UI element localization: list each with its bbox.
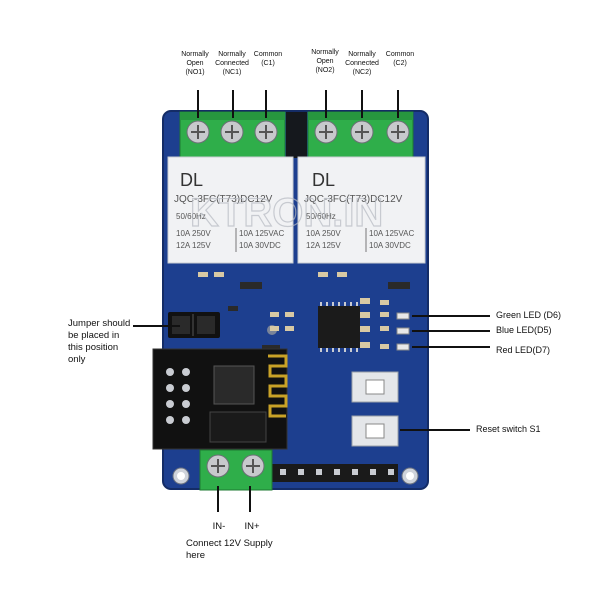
smd-components: [198, 272, 410, 351]
label-jumper: Jumper should be placed in this position…: [68, 318, 138, 366]
label-in-plus: IN+: [244, 521, 260, 532]
relay1-brand: DL: [180, 170, 203, 190]
terminal-pointers: [197, 90, 399, 118]
relay2-terminal-block: [307, 111, 414, 159]
relay1-terminal-block: [179, 111, 286, 159]
label-nc2-line2: Connected: [345, 60, 379, 67]
label-c1-line1: Common: [253, 51, 283, 58]
led-red: [396, 343, 410, 351]
watermark: KTRON.IN: [190, 191, 383, 235]
led-blue: [396, 327, 410, 335]
label-no2: Normally Open (NO2): [302, 48, 348, 75]
label-reset-switch: Reset switch S1: [476, 424, 541, 434]
relay2-rating1-right: 10A 125VAC: [369, 229, 414, 238]
ic-chip: [318, 302, 360, 352]
esp01-module: [152, 348, 288, 450]
label-c1-line2: (C1): [261, 60, 275, 67]
annotation-pointers: [133, 315, 490, 512]
relay2-freq: 50/60Hz: [306, 212, 336, 221]
label-no1-line1: Normally: [181, 51, 209, 58]
relay2-brand: DL: [312, 170, 335, 190]
label-supply-line2: here: [186, 550, 206, 561]
relay1-rating2-right: 10A 30VDC: [239, 241, 281, 250]
label-c2-line2: (C2): [393, 60, 407, 67]
label-no1-line2: Open: [186, 60, 204, 67]
relay1-rating1-right: 10A 125VAC: [239, 229, 284, 238]
label-no1-line3: (NO1): [185, 69, 205, 76]
relay2-rating1-left: 10A 250V: [306, 229, 341, 238]
relay2-model: JQC-3FC(T73)DC12V: [304, 194, 403, 205]
label-jumper-line1: Jumper should: [68, 318, 131, 329]
label-jumper-line3: this position: [68, 342, 119, 353]
relay2-rating2-left: 12A 125V: [306, 241, 341, 250]
label-c2-line1: Common: [385, 51, 415, 58]
relay1-rating2-left: 12A 125V: [176, 241, 211, 250]
label-nc2: Normally Connected (NC2): [338, 50, 386, 77]
label-no2-line2: Open: [316, 58, 334, 65]
relay2-rating2-right: 10A 30VDC: [369, 241, 411, 250]
label-nc2-line3: (NC2): [352, 69, 372, 76]
push-button-1: [351, 371, 399, 403]
relay1-rating1-left: 10A 250V: [176, 229, 211, 238]
label-supply: Connect 12V Supply here: [186, 538, 296, 562]
label-no2-line1: Normally: [311, 49, 339, 56]
power-terminal-block: [199, 449, 273, 491]
relay1: [167, 156, 294, 264]
label-no1: Normally Open (NO1): [172, 50, 218, 77]
led-green: [396, 312, 410, 320]
label-green-led: Green LED (D6): [496, 310, 562, 320]
relay1-model: JQC-3FC(T73)DC12V: [174, 194, 273, 205]
label-blue-led: Blue LED(D5): [496, 325, 552, 335]
jumper: [168, 312, 220, 338]
label-nc1-line1: Normally: [218, 51, 246, 58]
label-red-led: Red LED(D7): [496, 345, 551, 355]
label-c1: Common (C1): [248, 50, 288, 68]
pin-header: [272, 464, 398, 482]
relay1-freq: 50/60Hz: [176, 212, 206, 221]
label-jumper-line4: only: [68, 354, 86, 365]
label-nc1: Normally Connected (NC1): [208, 50, 256, 77]
label-nc1-line3: (NC1): [222, 69, 242, 76]
label-in-minus: IN-: [212, 521, 226, 532]
label-nc2-line1: Normally: [348, 51, 376, 58]
label-nc1-line2: Connected: [215, 60, 249, 67]
label-jumper-line2: be placed in: [68, 330, 120, 341]
label-no2-line3: (NO2): [315, 67, 335, 74]
reset-switch-s1: [351, 415, 399, 447]
label-supply-line1: Connect 12V Supply: [186, 538, 273, 549]
relay2: [297, 156, 426, 264]
label-c2: Common (C2): [380, 50, 420, 68]
